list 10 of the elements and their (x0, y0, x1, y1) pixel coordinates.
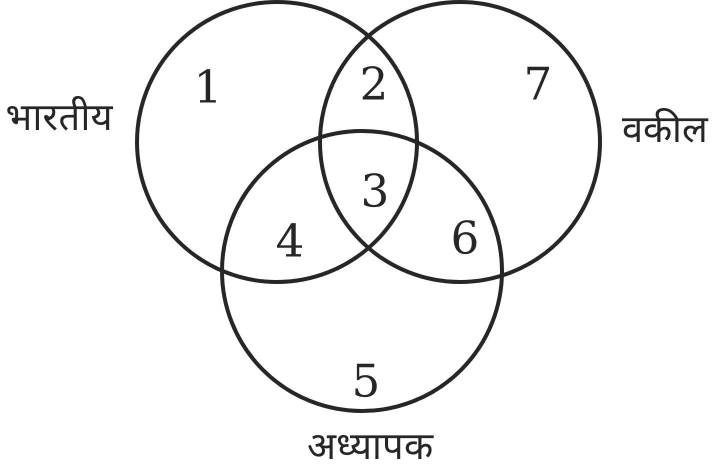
region-number: 6 (450, 216, 480, 260)
region-number: 7 (524, 62, 552, 106)
region-number: 3 (360, 168, 390, 214)
set-label: वकील (622, 107, 708, 153)
region-number: 2 (360, 62, 388, 106)
region-number: 4 (276, 218, 304, 264)
region-number: 5 (352, 358, 380, 404)
region-number: 1 (194, 64, 222, 110)
set-label: अध्यापक (307, 424, 433, 468)
set-label: भारतीय (6, 95, 112, 141)
